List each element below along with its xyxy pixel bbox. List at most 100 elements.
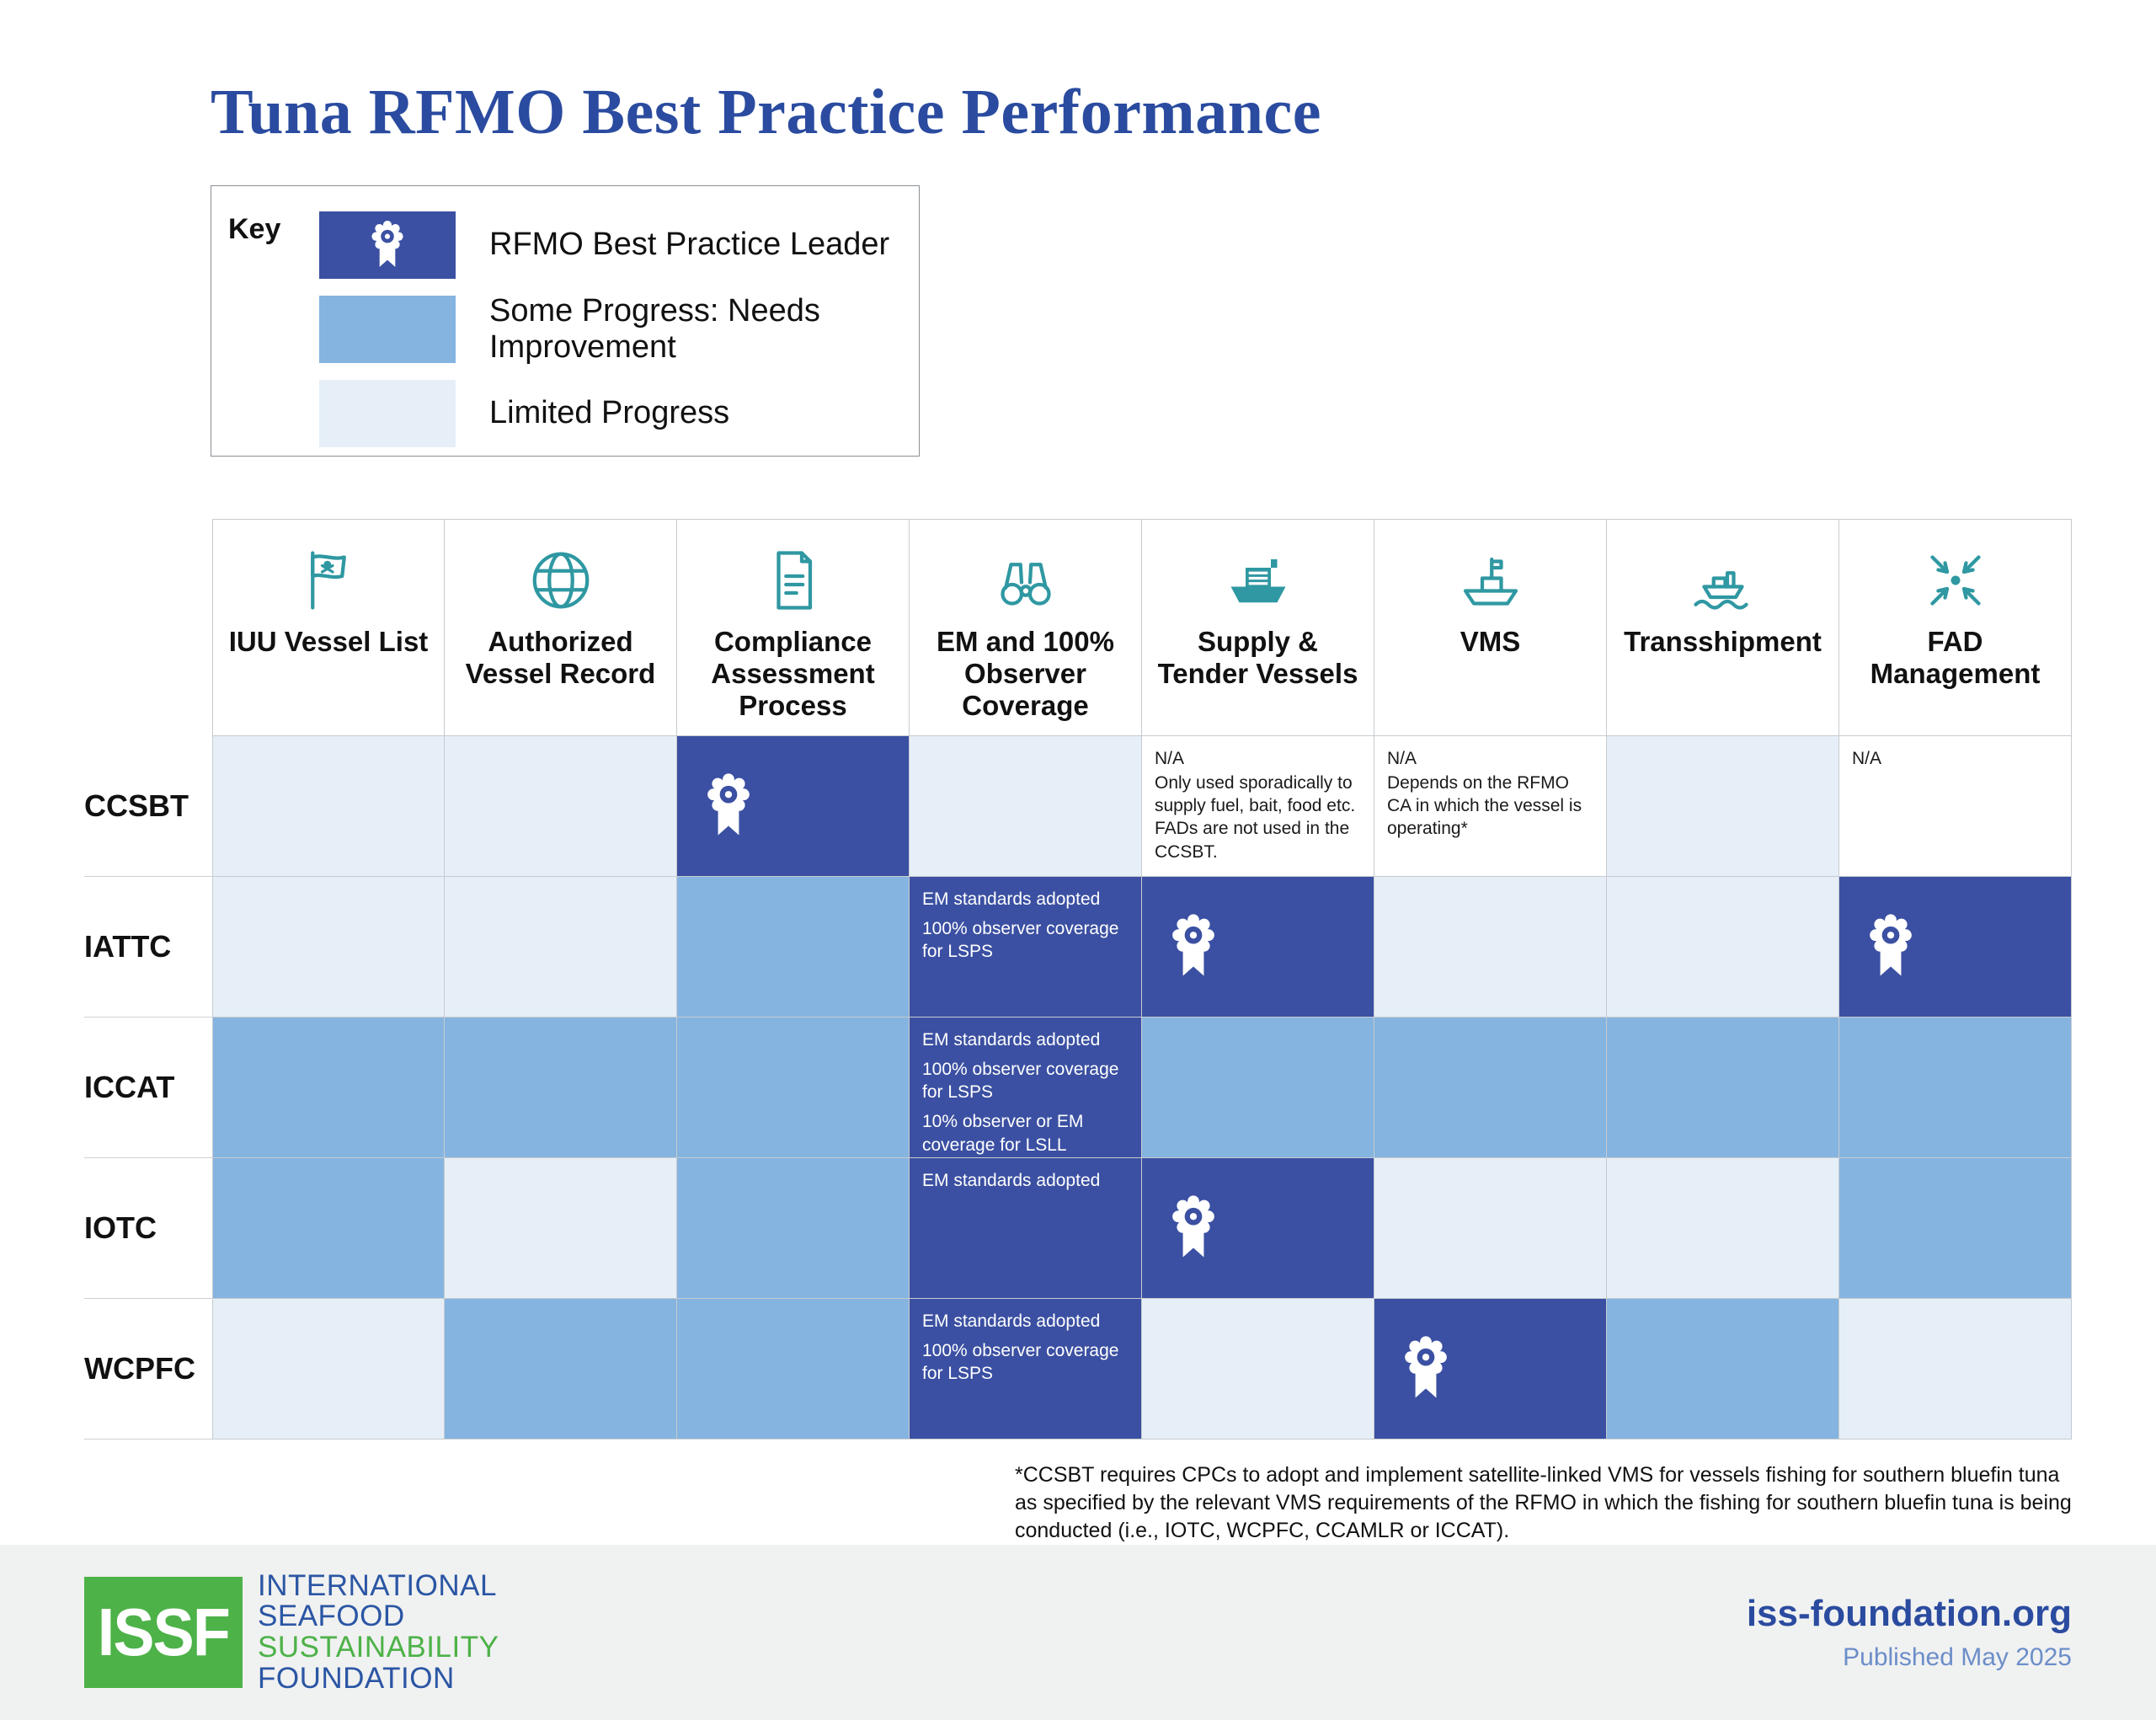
page-title: Tuna RFMO Best Practice Performance xyxy=(211,77,1321,147)
column-header-iuu-vessel-list: IUU Vessel List xyxy=(212,518,445,736)
cell-ccsbt-fad-management: N/A xyxy=(1839,735,2072,877)
award-rosette-icon xyxy=(1865,913,1917,980)
website-link: iss-foundation.org xyxy=(1746,1593,2072,1634)
globe-icon xyxy=(527,547,595,614)
legend-item-label: Limited Progress xyxy=(489,395,730,431)
row-label-iccat: ICCAT xyxy=(84,1018,212,1158)
cell-iattc-transshipment xyxy=(1607,876,1839,1018)
cell-iotc-vms xyxy=(1374,1157,1607,1299)
cell-iotc-supply-tender-vessels xyxy=(1142,1157,1374,1299)
cell-iattc-compliance-assessment-process xyxy=(677,876,910,1018)
legend-item-some-progress: Some Progress: Needs Improvement xyxy=(319,292,919,365)
column-label: Authorized Vessel Record xyxy=(465,625,656,689)
column-header-fad-management: FAD Management xyxy=(1839,518,2072,736)
legend-item-leader: RFMO Best Practice Leader xyxy=(319,211,919,279)
org-line-seafood: SEAFOOD xyxy=(258,1600,405,1633)
content-area: Tuna RFMO Best Practice Performance Key … xyxy=(84,77,2072,1542)
row-label-ccsbt: CCSBT xyxy=(84,736,212,877)
column-header-vms: VMS xyxy=(1374,518,1607,736)
cell-iccat-compliance-assessment-process xyxy=(677,1017,910,1158)
performance-matrix: IUU Vessel List Authorized Vessel Record… xyxy=(84,518,2072,1440)
document-icon xyxy=(760,547,827,614)
cell-wcpfc-iuu-vessel-list xyxy=(212,1298,445,1440)
cell-iattc-fad-management xyxy=(1839,876,2072,1018)
cell-iotc-iuu-vessel-list xyxy=(212,1157,445,1299)
cell-note: N/A xyxy=(1852,748,1882,768)
award-rosette-icon xyxy=(368,220,407,270)
cell-iccat-vms xyxy=(1374,1017,1607,1158)
cell-iattc-vms xyxy=(1374,876,1607,1018)
cell-iotc-compliance-assessment-process xyxy=(677,1157,910,1299)
footnote: *CCSBT requires CPCs to adopt and implem… xyxy=(1015,1462,2072,1542)
cell-ccsbt-compliance-assessment-process xyxy=(677,735,910,877)
cell-iotc-fad-management xyxy=(1839,1157,2072,1299)
legend-box: Key RFMO Best Practice Leader Some Progr… xyxy=(211,184,920,457)
some-progress-swatch xyxy=(319,295,456,363)
cell-iotc-authorized-vessel-record xyxy=(445,1157,677,1299)
vessel-icon xyxy=(1457,547,1524,614)
leader-swatch xyxy=(319,211,456,279)
column-label: IUU Vessel List xyxy=(228,625,429,657)
row-label-iotc: IOTC xyxy=(84,1158,212,1299)
issf-logo-text: ISSF xyxy=(97,1594,231,1669)
award-rosette-icon xyxy=(1167,1194,1219,1262)
column-header-authorized-vessel-record: Authorized Vessel Record xyxy=(445,518,677,736)
limited-progress-swatch xyxy=(319,379,456,447)
cell-iccat-authorized-vessel-record xyxy=(445,1017,677,1158)
cell-wcpfc-supply-tender-vessels xyxy=(1142,1298,1374,1440)
cell-iotc-em-and-100-observer-coverage: EM standards adopted xyxy=(910,1157,1142,1299)
cell-wcpfc-compliance-assessment-process xyxy=(677,1298,910,1440)
column-label: VMS xyxy=(1460,625,1521,657)
footer-right: iss-foundation.org Published May 2025 xyxy=(1747,1593,2072,1672)
supply-vessel-icon xyxy=(1225,547,1292,614)
org-line-sustainability: SUSTAINABILITY xyxy=(258,1631,499,1664)
legend-item-label: Some Progress: Needs Improvement xyxy=(489,292,820,365)
column-label: FAD Management xyxy=(1870,625,2041,689)
cell-iattc-authorized-vessel-record xyxy=(445,876,677,1018)
published-date: Published May 2025 xyxy=(1843,1643,2072,1671)
cell-iccat-supply-tender-vessels xyxy=(1142,1017,1374,1158)
table-corner xyxy=(84,518,212,736)
cell-wcpfc-vms xyxy=(1374,1298,1607,1440)
award-rosette-icon xyxy=(1400,1335,1452,1402)
cell-ccsbt-authorized-vessel-record xyxy=(445,735,677,877)
cell-ccsbt-em-and-100-observer-coverage xyxy=(910,735,1142,877)
binoculars-icon xyxy=(992,547,1059,614)
column-header-transshipment: Transshipment xyxy=(1607,518,1839,736)
column-header-em-and-100-observer-coverage: EM and 100% Observer Coverage xyxy=(910,518,1142,736)
transshipment-ship-icon xyxy=(1689,547,1757,614)
column-label: EM and 100% Observer Coverage xyxy=(937,625,1114,722)
award-rosette-icon xyxy=(1167,913,1219,980)
cell-wcpfc-transshipment xyxy=(1607,1298,1839,1440)
converging-arrows-icon xyxy=(1922,547,1989,614)
pirate-flag-icon xyxy=(295,547,362,614)
cell-note: EM standards adopted xyxy=(922,1170,1101,1190)
column-label: Compliance Assessment Process xyxy=(711,625,875,722)
row-label-iattc: IATTC xyxy=(84,877,212,1018)
row-label-wcpfc: WCPFC xyxy=(84,1299,212,1440)
org-line-international: INTERNATIONAL xyxy=(258,1568,497,1602)
legend-item-limited-progress: Limited Progress xyxy=(319,379,919,447)
cell-iattc-supply-tender-vessels xyxy=(1142,876,1374,1018)
column-label: Supply & Tender Vessels xyxy=(1157,625,1358,689)
column-label: Transshipment xyxy=(1624,625,1822,657)
legend-item-label: RFMO Best Practice Leader xyxy=(489,227,890,263)
cell-iccat-fad-management xyxy=(1839,1017,2072,1158)
cell-wcpfc-fad-management xyxy=(1839,1298,2072,1440)
cell-iccat-iuu-vessel-list xyxy=(212,1017,445,1158)
cell-ccsbt-transshipment xyxy=(1607,735,1839,877)
org-line-foundation: FOUNDATION xyxy=(258,1661,455,1695)
column-header-compliance-assessment-process: Compliance Assessment Process xyxy=(677,518,910,736)
